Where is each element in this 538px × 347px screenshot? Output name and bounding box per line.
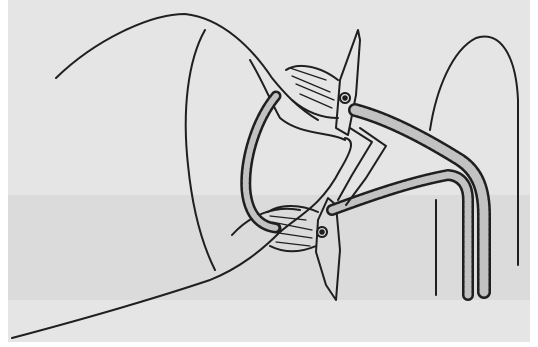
upper-clamp-screw-hole [343,96,347,100]
lower-clamp-screw-hole [320,230,324,234]
